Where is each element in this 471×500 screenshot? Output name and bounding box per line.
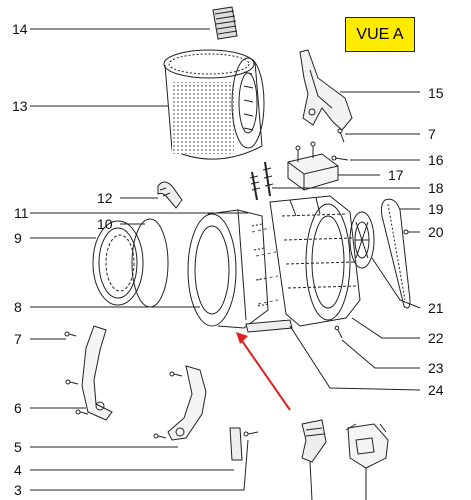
callout-numbers: 14 13 15 7 16 17 18 12 11 10 19 9 20 8 2… <box>12 21 444 498</box>
part-15-drum-spider <box>299 49 353 131</box>
part-pump <box>345 423 389 469</box>
part-4-pin <box>229 427 259 461</box>
part-16-screw <box>331 155 349 161</box>
callout-19: 19 <box>428 201 444 217</box>
part-17-heater-block <box>287 141 339 191</box>
part-6-bracket-arm <box>65 325 113 421</box>
callout-22: 22 <box>428 330 444 346</box>
callout-16: 16 <box>428 152 444 168</box>
callout-13: 13 <box>12 98 28 114</box>
part-7-screw-left <box>64 331 77 337</box>
callout-21: 21 <box>428 300 444 316</box>
part-13-inner-drum <box>163 49 265 160</box>
callout-17: 17 <box>388 167 404 183</box>
callout-6: 6 <box>14 400 22 416</box>
part-nozzle <box>301 419 327 463</box>
callout-14: 14 <box>12 21 28 37</box>
part-19-belt <box>380 198 411 309</box>
callout-20: 20 <box>428 224 444 240</box>
callout-11: 11 <box>14 205 29 221</box>
part-18-spring <box>249 161 274 201</box>
view-label: VUE A <box>356 25 404 43</box>
callout-7-left: 7 <box>14 331 22 347</box>
callout-9: 9 <box>14 230 22 246</box>
part-7-screw-top <box>337 128 345 143</box>
callout-5: 5 <box>14 439 22 455</box>
part-21-pulley <box>349 211 375 269</box>
part-24-seal-bar <box>245 319 293 333</box>
part-5-bracket-arm <box>153 365 207 441</box>
part-14-spring <box>212 6 238 40</box>
callout-18: 18 <box>428 180 444 196</box>
part-9-door-ring <box>92 220 144 306</box>
callout-7: 7 <box>428 126 436 142</box>
callout-15: 15 <box>428 85 444 101</box>
callout-8: 8 <box>14 299 22 315</box>
view-label-box: VUE A <box>345 17 415 52</box>
callout-4: 4 <box>14 462 22 478</box>
part-12-elbow-hose <box>157 181 183 209</box>
callout-24: 24 <box>428 382 444 398</box>
part-23-screw <box>334 325 343 339</box>
part-22-rear-tub <box>269 195 361 327</box>
callout-10: 10 <box>97 216 113 232</box>
highlight-arrow <box>236 332 291 411</box>
part-8-front-tub <box>187 209 269 329</box>
callout-12: 12 <box>97 190 113 206</box>
callout-3: 3 <box>14 482 22 498</box>
callout-23: 23 <box>428 360 444 376</box>
leader-lines <box>30 28 421 500</box>
